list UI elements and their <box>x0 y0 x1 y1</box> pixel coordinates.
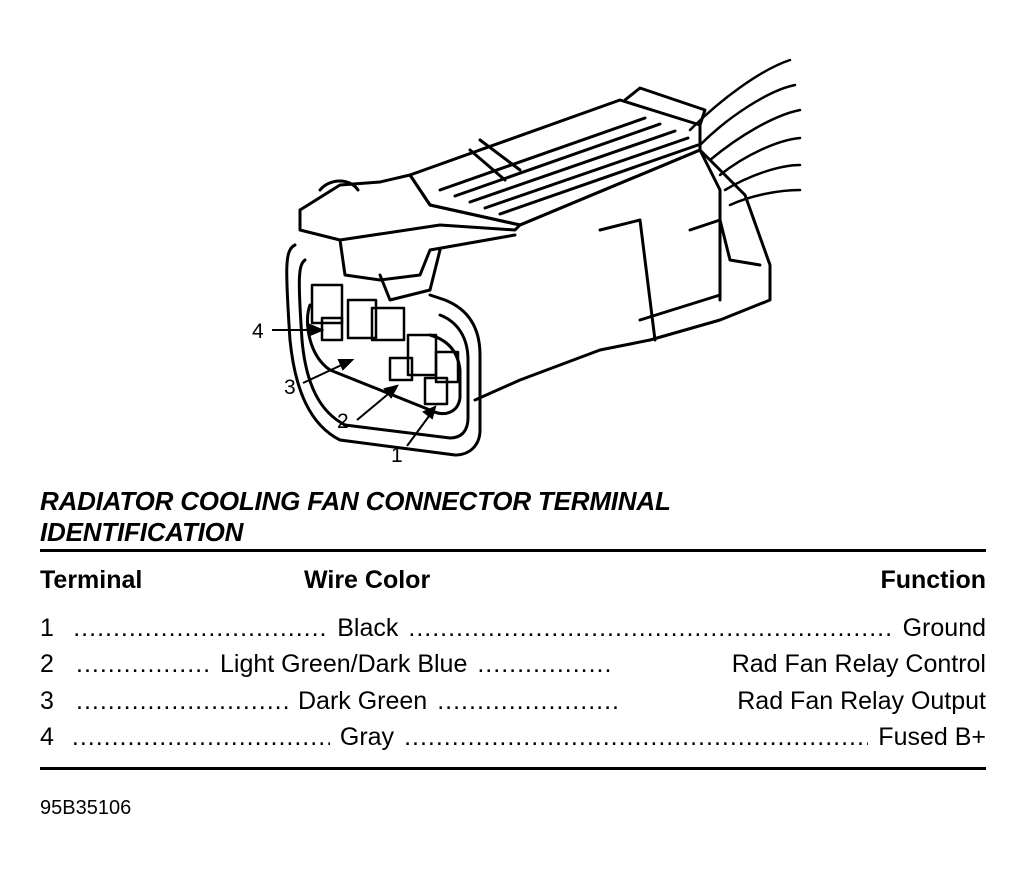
function: Fused B+ <box>878 723 986 751</box>
table-row: 1 ......................................… <box>40 614 986 648</box>
top-divider <box>40 549 986 552</box>
wire-color: Gray <box>339 723 395 751</box>
terminal-number: 1 <box>40 614 54 642</box>
terminal-number: 4 <box>40 723 54 751</box>
connector-illustration: 4 3 2 1 <box>252 58 802 467</box>
callout-4: 4 <box>252 320 264 343</box>
bottom-divider <box>40 767 986 770</box>
terminal-number: 3 <box>40 687 54 715</box>
connector-housing <box>298 148 772 402</box>
callout-1: 1 <box>391 444 403 467</box>
leader-dots: ................................. <box>76 687 288 715</box>
callout-leaders <box>272 323 437 447</box>
function: Rad Fan Relay Output <box>737 687 986 715</box>
header-terminal: Terminal <box>40 566 143 594</box>
leader-dots: ................. <box>477 650 613 678</box>
leader-dots: ........................................ <box>73 614 328 642</box>
table-title: RADIATOR COOLING FAN CONNECTOR TERMINAL … <box>40 486 671 547</box>
connector-face <box>285 243 482 457</box>
wire-color: Dark Green <box>298 687 428 715</box>
terminal-cavities <box>310 283 460 406</box>
figure-id: 95B35106 <box>40 797 132 819</box>
wire-bundle <box>688 58 802 207</box>
leader-dots: ....................... <box>437 687 620 715</box>
table-row: 4 ......................................… <box>40 723 986 757</box>
header-function: Function <box>880 566 986 594</box>
callout-3: 3 <box>284 376 296 399</box>
leader-dots: ........................................… <box>404 723 868 751</box>
header-wire-color: Wire Color <box>304 566 431 594</box>
leader-dots: ........................................ <box>71 723 330 751</box>
table-row: 3 ................................. Dark… <box>40 687 986 721</box>
connector-latch <box>408 86 707 227</box>
terminal-number: 2 <box>40 650 54 678</box>
function: Rad Fan Relay Control <box>731 650 986 678</box>
wire-color: Black <box>337 614 399 642</box>
table-row: 2 ................. Light Green/Dark Blu… <box>40 650 986 684</box>
function: Ground <box>902 614 986 642</box>
leader-dots: ........................................… <box>408 614 893 642</box>
callout-2: 2 <box>337 410 349 433</box>
wire-color: Light Green/Dark Blue <box>220 650 468 678</box>
leader-dots: ................. <box>76 650 210 678</box>
